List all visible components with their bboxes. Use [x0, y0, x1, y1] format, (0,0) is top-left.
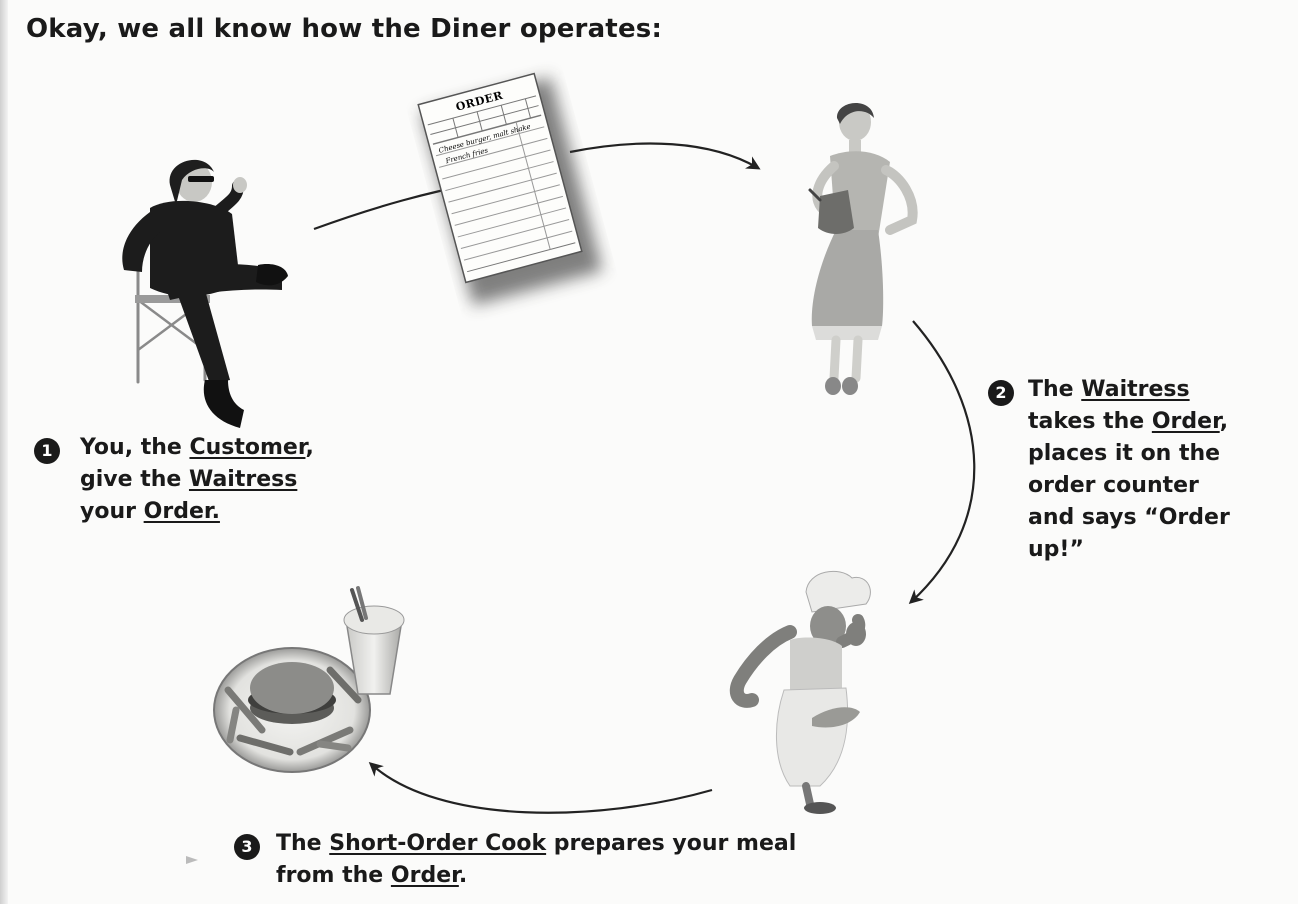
- step-text: Customer: [189, 435, 306, 460]
- step-text: Order: [1151, 409, 1220, 434]
- step-3-caption: The Short-Order Cook prepares your meal …: [276, 828, 796, 892]
- step-text: Short-Order Cook: [329, 831, 547, 856]
- step-text: Waitress: [1081, 377, 1190, 402]
- meal-photo: [213, 586, 405, 773]
- step-text: order counter: [1028, 473, 1199, 498]
- step-text: up!”: [1028, 537, 1084, 562]
- step-text: give the: [80, 467, 189, 492]
- stray-mark: [186, 856, 198, 864]
- step-line: up!”: [1028, 534, 1230, 566]
- step-2-caption: The Waitress takes the Order, places it …: [1028, 374, 1230, 566]
- step-text: your: [80, 499, 144, 524]
- page-edge-shadow: [0, 0, 8, 904]
- step-text: takes the: [1028, 409, 1152, 434]
- waitress-photo: [808, 102, 918, 395]
- step-2-number: 2: [988, 380, 1014, 406]
- customer-photo: [122, 159, 288, 428]
- page-heading: Okay, we all know how the Diner operates…: [26, 14, 663, 44]
- step-text: prepares your meal: [546, 831, 797, 856]
- step-line: order counter: [1028, 470, 1230, 502]
- step-text: ,: [305, 435, 314, 460]
- step-text: ,: [1219, 409, 1229, 434]
- step-line: You, the Customer,: [80, 432, 314, 464]
- step-text: Order.: [143, 499, 220, 524]
- step-line: The Short-Order Cook prepares your meal: [276, 828, 796, 860]
- arrow-cook-to-meal: [368, 761, 713, 814]
- step-text: and says “Order: [1028, 505, 1230, 530]
- step-line: places it on the: [1028, 438, 1230, 470]
- step-line: your Order.: [80, 496, 314, 528]
- step-1-caption: You, the Customer, give the Waitress you…: [80, 432, 314, 528]
- step-line: The Waitress: [1028, 374, 1230, 406]
- step-line: takes the Order,: [1028, 406, 1230, 438]
- step-1-number: 1: [34, 438, 60, 464]
- step-text: .: [458, 863, 468, 888]
- step-text: places it on the: [1028, 441, 1221, 466]
- order-ticket-image: ORDER Cheese burger, malt shake French f…: [417, 72, 603, 306]
- step-line: and says “Order: [1028, 502, 1230, 534]
- step-line: give the Waitress: [80, 464, 314, 496]
- step-text: Waitress: [188, 467, 298, 492]
- step-text: You, the: [80, 435, 190, 460]
- step-text: Order: [390, 863, 459, 888]
- step-text: The: [276, 831, 330, 856]
- step-3-number: 3: [234, 834, 260, 860]
- step-text: The: [1028, 377, 1082, 402]
- arrow-waitress-to-cook: [908, 320, 976, 605]
- step-line: from the Order.: [276, 860, 796, 892]
- step-text: from the: [276, 863, 391, 888]
- arrow-order-to-waitress: [569, 142, 761, 170]
- cook-photo: [729, 570, 871, 814]
